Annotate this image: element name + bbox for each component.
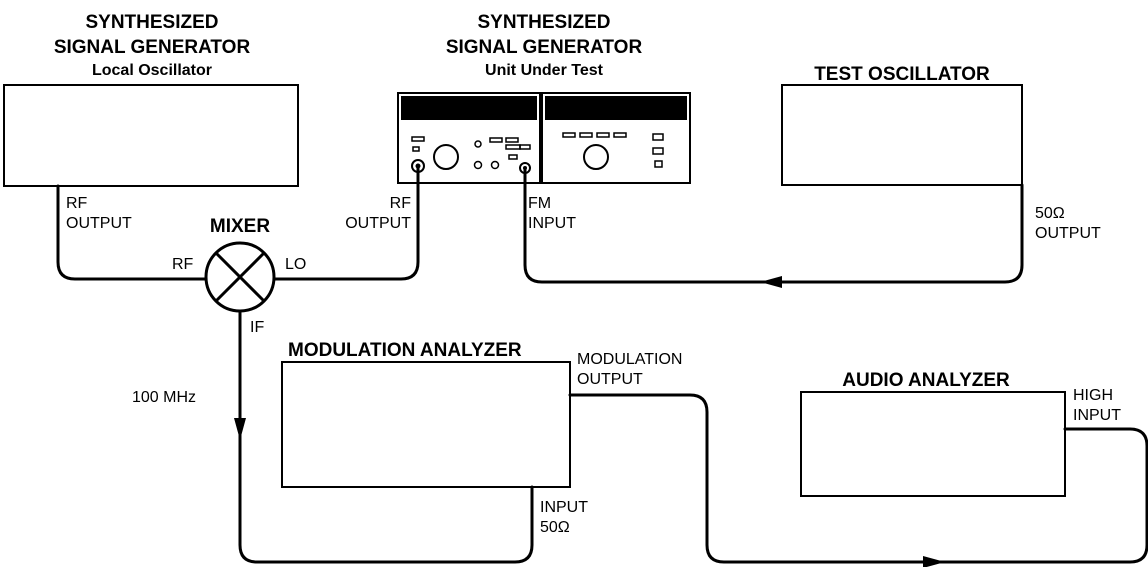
arrow-to-audio-analyzer <box>923 556 945 567</box>
if-frequency-label: 100 MHz <box>132 389 196 406</box>
local-oscillator: SYNTHESIZED SIGNAL GENERATOR Local Oscil… <box>3 12 299 232</box>
uut-rf-output-label-line2: OUTPUT <box>345 215 411 232</box>
lo-rf-output-label-line2: OUTPUT <box>66 215 132 232</box>
test-oscillator-box <box>781 84 1023 186</box>
mixer-rf-port-label: RF <box>172 256 194 273</box>
test-oscillator-title: TEST OSCILLATOR <box>814 64 990 85</box>
mod-output-label-line2: OUTPUT <box>577 371 643 388</box>
lo-rf-output-label-line1: RF <box>66 195 88 212</box>
lo-title-line2: SIGNAL GENERATOR <box>54 37 251 58</box>
uut-rf-output-label-line1: RF <box>390 195 412 212</box>
uut-title-line1: SYNTHESIZED <box>477 12 610 33</box>
modulation-analyzer-box <box>281 361 571 488</box>
audio-analyzer: AUDIO ANALYZER HIGH INPUT <box>800 370 1121 497</box>
cable-lo-rf-to-mixer-rf <box>56 184 208 281</box>
uut-title-line2: SIGNAL GENERATOR <box>446 37 643 58</box>
lo-subtitle: Local Oscillator <box>92 62 212 79</box>
test-osc-output-label-line1: 50Ω <box>1035 205 1065 222</box>
uut-subtitle: Unit Under Test <box>485 62 604 79</box>
audio-analyzer-box <box>800 391 1066 497</box>
mod-input-label-line1: INPUT <box>540 499 588 516</box>
cable-mixer-if-to-mod-input <box>238 309 534 564</box>
local-oscillator-box <box>3 84 299 187</box>
uut-fm-input-label-line1: FM <box>528 195 551 212</box>
mixer: MIXER RF LO IF 100 MHz <box>132 216 306 406</box>
modulation-analyzer: MODULATION ANALYZER MODULATION OUTPUT IN… <box>281 340 682 536</box>
mixer-symbol <box>204 241 276 313</box>
audio-high-input-label-line2: INPUT <box>1073 407 1121 424</box>
arrow-to-fm-input <box>760 276 782 288</box>
unit-under-test: SYNTHESIZED SIGNAL GENERATOR Unit Under … <box>345 12 691 232</box>
mod-output-label-line1: MODULATION <box>577 351 682 368</box>
mixer-if-port-label: IF <box>250 319 264 336</box>
audio-high-input-label-line1: HIGH <box>1073 387 1113 404</box>
signal-generator-front-panel <box>397 92 691 184</box>
mod-input-label-line2: 50Ω <box>540 519 570 536</box>
lo-title-line1: SYNTHESIZED <box>85 12 218 33</box>
modulation-analyzer-title: MODULATION ANALYZER <box>288 340 522 361</box>
uut-fm-input-label-line2: INPUT <box>528 215 576 232</box>
audio-analyzer-title: AUDIO ANALYZER <box>842 370 1010 391</box>
test-osc-output-label-line2: OUTPUT <box>1035 225 1101 242</box>
mixer-lo-port-label: LO <box>285 256 306 273</box>
arrow-if-down <box>234 418 246 440</box>
cable-uut-rf-to-mixer-lo <box>272 164 420 281</box>
mixer-title: MIXER <box>210 216 270 237</box>
test-oscillator: TEST OSCILLATOR 50Ω OUTPUT <box>781 64 1101 242</box>
